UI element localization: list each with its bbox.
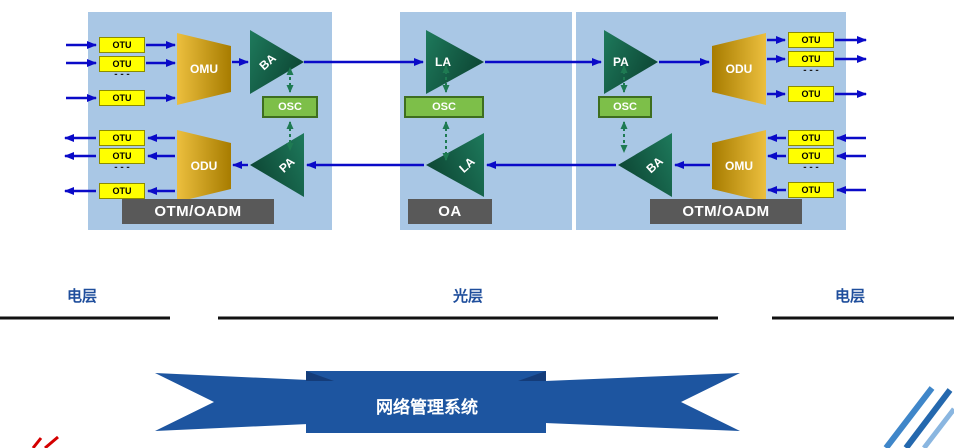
ba-label: BA xyxy=(256,50,279,74)
corner-decoration-lines xyxy=(883,386,954,448)
omu-label: OMU xyxy=(725,159,753,173)
la-label: LA xyxy=(435,55,451,69)
site-label-oa: OA xyxy=(408,199,492,224)
site-label-right-otm-oadm: OTM/OADM xyxy=(650,199,802,224)
pa-label: PA xyxy=(276,154,298,176)
odu-demultiplexer: ODU xyxy=(177,130,231,202)
odu-label: ODU xyxy=(725,62,753,76)
otu-transponder: OTU xyxy=(99,183,145,199)
site-label-left-otm-oadm: OTM/OADM xyxy=(122,199,274,224)
la-label: LA xyxy=(456,154,478,176)
odu-label: ODU xyxy=(190,159,218,173)
omu-label: OMU xyxy=(190,62,218,76)
ellipsis: - - - xyxy=(803,65,819,76)
osc-label: OSC xyxy=(278,101,302,113)
ellipsis: - - - xyxy=(114,69,130,80)
odu-demultiplexer: ODU xyxy=(712,33,766,105)
osc-label: OSC xyxy=(432,101,456,113)
otu-transponder: OTU xyxy=(788,86,834,102)
cut-off-red-mark xyxy=(31,435,59,448)
otu-transponder: OTU xyxy=(99,130,145,146)
network-management-banner-label: 网络管理系统 xyxy=(376,398,478,417)
osc-supervisory-channel: OSC xyxy=(598,96,652,118)
middle-oa-panel xyxy=(400,12,572,230)
omu-multiplexer: OMU xyxy=(712,130,766,202)
otu-transponder: OTU xyxy=(788,130,834,146)
pa-label: PA xyxy=(613,55,629,69)
osc-supervisory-channel: OSC xyxy=(404,96,484,118)
otu-transponder: OTU xyxy=(788,182,834,198)
osc-label: OSC xyxy=(613,101,637,113)
omu-multiplexer: OMU xyxy=(177,33,231,105)
ellipsis: - - - xyxy=(114,162,130,173)
ellipsis: - - - xyxy=(803,162,819,173)
otu-transponder: OTU xyxy=(99,37,145,53)
otu-transponder: OTU xyxy=(99,56,145,72)
osc-supervisory-channel: OSC xyxy=(262,96,318,118)
optical-layer-label: 光层 xyxy=(452,288,483,305)
otu-transponder: OTU xyxy=(99,90,145,106)
otu-transponder: OTU xyxy=(788,51,834,67)
electrical-layer-label-right: 电层 xyxy=(834,288,865,305)
electrical-layer-label-left: 电层 xyxy=(66,288,97,305)
otu-transponder: OTU xyxy=(788,148,834,164)
otu-transponder: OTU xyxy=(788,32,834,48)
otu-transponder: OTU xyxy=(99,148,145,164)
ba-label: BA xyxy=(643,153,666,177)
